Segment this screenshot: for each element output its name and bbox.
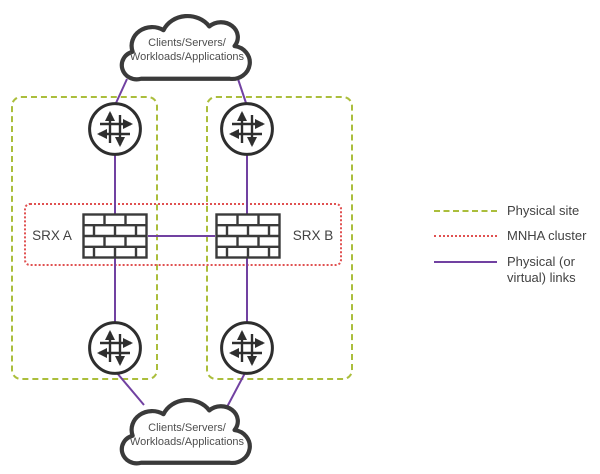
router-icon-bottom-left [87, 320, 143, 376]
legend-item-mnha-cluster: MNHA cluster [434, 228, 586, 244]
cloud-label-bottom-line2: Workloads/Applications [129, 436, 245, 448]
physical-site-box-left [11, 96, 158, 380]
cloud-label-bottom: Clients/Servers/ Workloads/Applications [117, 421, 257, 449]
physical-site-line-swatch [434, 210, 497, 212]
mnha-cluster-box [24, 203, 342, 266]
srx-a-label: SRX A [32, 228, 72, 243]
cloud-label-top: Clients/Servers/ Workloads/Applications [117, 36, 257, 64]
router-icon-top-right [219, 101, 275, 157]
legend-item-physical-links: Physical (or virtual) links [434, 254, 595, 286]
cloud-label-top-line2: Workloads/Applications [129, 51, 245, 63]
router-icon-top-left [87, 101, 143, 157]
physical-site-box-right [206, 96, 353, 380]
srx-b-label: SRX B [292, 228, 334, 243]
legend-label-mnha-cluster: MNHA cluster [507, 228, 587, 243]
cloud-label-top-line1: Clients/Servers/ [148, 37, 226, 49]
legend-item-physical-site: Physical site [434, 203, 579, 219]
legend-label-physical-links: Physical (or virtual) links [507, 254, 576, 285]
cloud-label-bottom-line1: Clients/Servers/ [148, 422, 226, 434]
legend-label-physical-site: Physical site [507, 203, 580, 218]
router-icon-bottom-right [219, 320, 275, 376]
firewall-icon-srx-a [82, 213, 148, 259]
firewall-icon-srx-b [215, 213, 281, 259]
mnha-cluster-line-swatch [434, 235, 497, 237]
physical-links-line-swatch [434, 261, 497, 263]
